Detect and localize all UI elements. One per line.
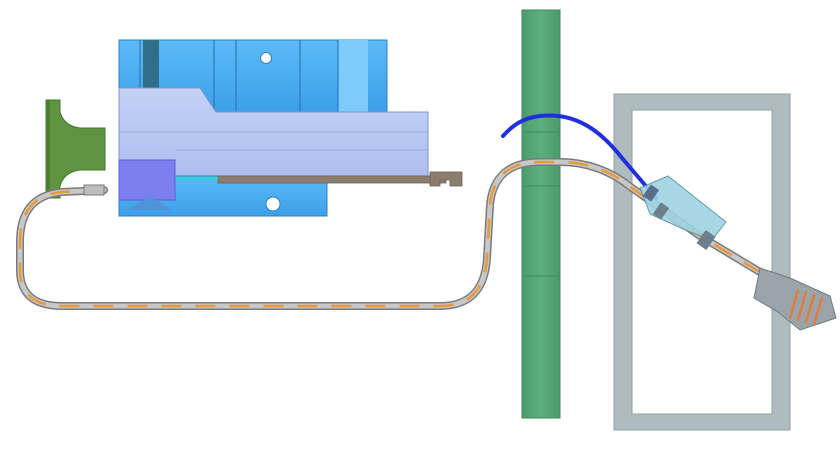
mold-hole-top	[260, 52, 272, 64]
mold-ribs	[139, 40, 339, 112]
hose-end-cap	[83, 184, 105, 196]
ejector-rod	[217, 175, 447, 184]
injection-mold	[118, 39, 463, 217]
mold-hole-bottom	[265, 196, 281, 212]
flange-edge	[46, 100, 50, 198]
flange-plate	[45, 99, 106, 199]
flexible-hose	[16, 158, 774, 310]
frame-outline	[613, 93, 791, 431]
support-post	[521, 9, 561, 419]
mount-flange	[45, 99, 106, 199]
rod-hook	[429, 171, 463, 187]
fitting-b	[652, 202, 670, 220]
nozzle-assembly	[639, 175, 837, 331]
bracket-plate	[639, 175, 727, 241]
hose-markers	[18, 160, 771, 308]
rod-cyan-line	[176, 177, 218, 180]
post-body	[521, 9, 561, 419]
fitting-a	[642, 184, 660, 202]
insert-cone	[128, 196, 172, 210]
nozzle-coil	[788, 288, 824, 326]
frame	[613, 93, 791, 431]
mold-top-highlight	[338, 40, 368, 112]
purple-insert	[118, 159, 176, 201]
cable	[501, 113, 658, 200]
fitting-c	[696, 230, 716, 250]
